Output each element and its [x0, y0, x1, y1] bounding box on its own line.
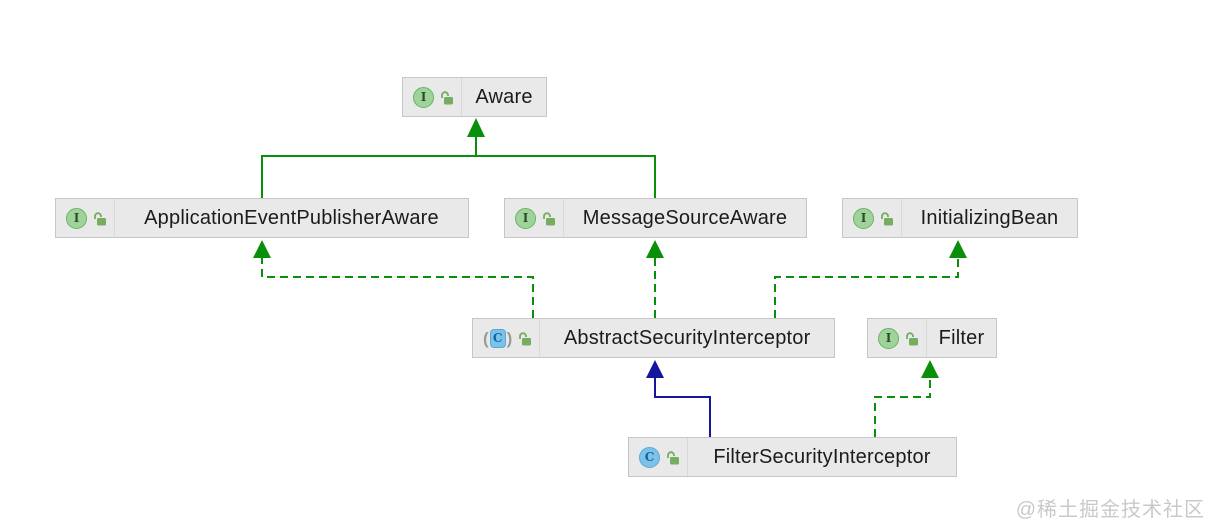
node-icon-zone: I: [868, 319, 927, 357]
arrowhead-messagesourceaware: [646, 240, 664, 258]
node-label: InitializingBean: [920, 206, 1059, 229]
open-lock-icon: [540, 210, 557, 227]
interface-icon: I: [413, 86, 434, 108]
node-messagesourceaware[interactable]: I MessageSourceAware: [504, 198, 807, 238]
edge-extends-aware: [261, 137, 656, 198]
node-filtersecurityinterceptor[interactable]: C FilterSecurityInterceptor: [628, 437, 957, 477]
interface-icon: I: [66, 207, 87, 229]
edge-implements-initializingbean: [774, 258, 959, 318]
node-abstractsecurityinterceptor[interactable]: ( C ) AbstractSecurityInterceptor: [472, 318, 835, 358]
watermark-text: @稀土掘金技术社区: [1015, 499, 1205, 521]
open-lock-icon: [878, 210, 895, 227]
interface-icon: I: [853, 207, 874, 229]
node-icon-zone: C: [629, 438, 688, 476]
node-label: AbstractSecurityInterceptor: [563, 326, 811, 349]
edge-implements-applicationeventpublisheraware: [261, 258, 534, 318]
node-label: FilterSecurityInterceptor: [713, 445, 931, 468]
arrowhead-abstractsecurityinterceptor: [646, 360, 664, 378]
open-lock-icon: [664, 449, 681, 466]
node-label: Aware: [475, 85, 533, 108]
node-icon-zone: I: [56, 199, 115, 237]
abstract-class-icon: ( C ): [483, 328, 513, 348]
open-lock-icon: [903, 330, 920, 347]
node-icon-zone: ( C ): [473, 319, 541, 357]
node-aware[interactable]: I Aware: [402, 77, 547, 117]
edge-implements-filter: [874, 378, 931, 437]
open-lock-icon: [516, 330, 533, 347]
node-label: Filter: [938, 326, 985, 349]
arrowhead-aware: [467, 118, 485, 137]
node-icon-zone: I: [403, 78, 462, 116]
node-icon-zone: I: [505, 199, 564, 237]
open-lock-icon: [91, 210, 108, 227]
arrowhead-initializingbean: [949, 240, 967, 258]
interface-icon: I: [515, 207, 536, 229]
node-icon-zone: I: [843, 199, 902, 237]
node-applicationeventpublisheraware[interactable]: I ApplicationEventPublisherAware: [55, 198, 469, 238]
edge-extends-abstractsecurityinterceptor: [654, 378, 711, 437]
arrowhead-applicationeventpublisheraware: [253, 240, 271, 258]
interface-icon: I: [878, 327, 899, 349]
open-lock-icon: [438, 89, 455, 106]
arrowhead-filter: [921, 360, 939, 378]
node-label: MessageSourceAware: [582, 206, 788, 229]
node-initializingbean[interactable]: I InitializingBean: [842, 198, 1078, 238]
node-filter[interactable]: I Filter: [867, 318, 997, 358]
class-icon: C: [639, 446, 660, 468]
node-label: ApplicationEventPublisherAware: [144, 206, 439, 229]
